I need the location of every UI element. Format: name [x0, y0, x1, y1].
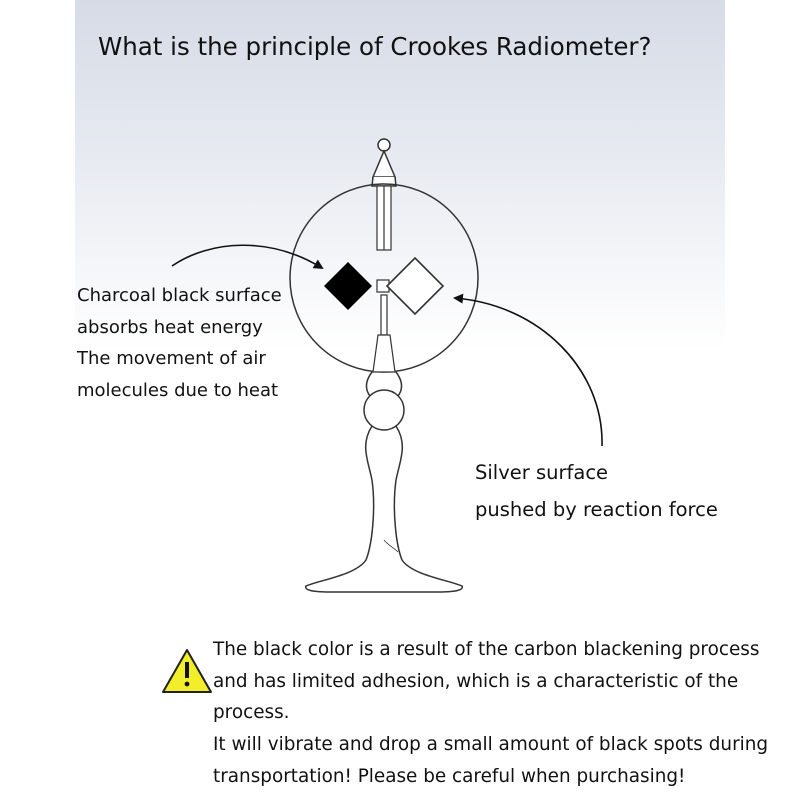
stand [304, 371, 464, 593]
warning-line: process. [213, 702, 290, 724]
warning-line: It will vibrate and drop a small amount … [213, 734, 769, 756]
silver-surface-label: Silver surface pushed by reaction force [475, 454, 718, 528]
warning-line: and has limited adhesion, which is a cha… [213, 670, 739, 692]
warning-line: transportation! Please be careful when p… [213, 765, 686, 787]
spindle [372, 185, 396, 373]
label-line: Silver surface [475, 461, 609, 484]
label-line: The movement of air [77, 348, 266, 369]
right-arrow [453, 293, 603, 447]
label-line: Charcoal black surface [77, 285, 282, 306]
black-surface-label: Charcoal black surface absorbs heat ener… [77, 280, 282, 406]
left-arrow [171, 244, 324, 270]
warning-line: The black color is a result of the carbo… [213, 639, 760, 660]
top-spike [371, 138, 397, 187]
warning-triangle-icon [162, 649, 212, 693]
black-vane [324, 262, 372, 310]
page-title: What is the principle of Crookes Radiome… [98, 32, 652, 61]
label-line: molecules due to heat [77, 379, 279, 401]
label-line: absorbs heat energy [77, 316, 263, 338]
warning-notice: The black color is a result of the carbo… [213, 634, 768, 793]
silver-vane [385, 256, 445, 316]
label-line: pushed by reaction force [475, 498, 718, 521]
